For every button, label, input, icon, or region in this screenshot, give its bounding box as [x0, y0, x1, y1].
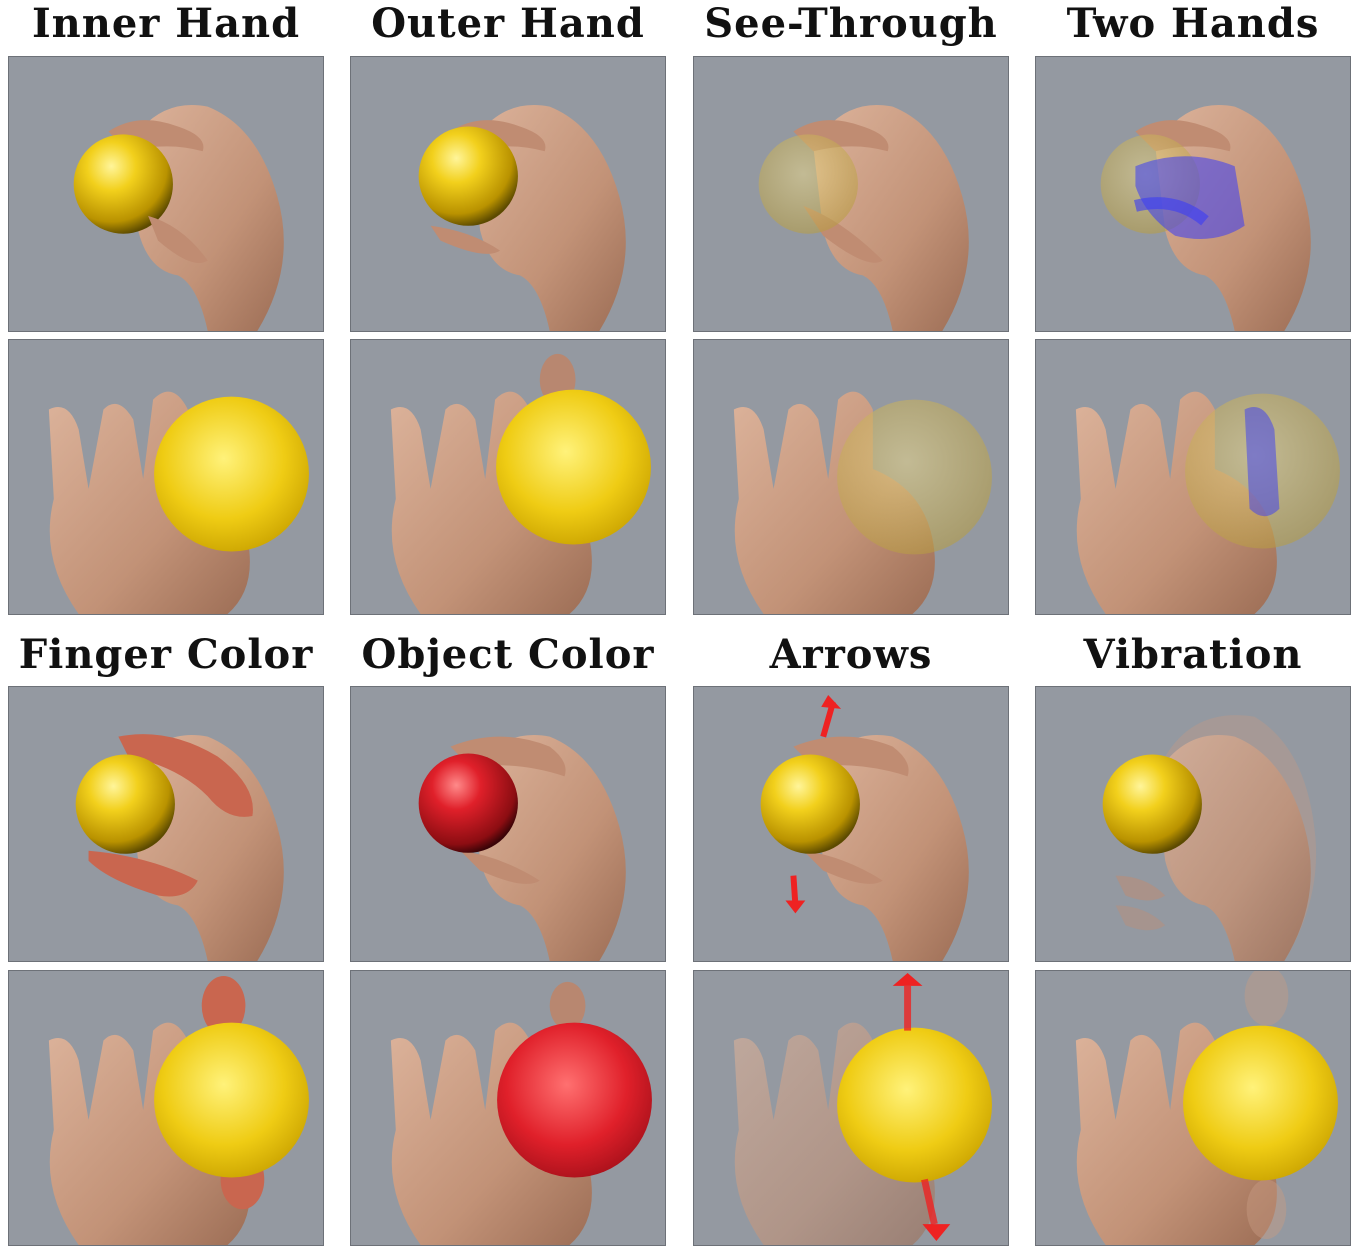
panel-see-through-side [693, 56, 1009, 332]
arrow-up-icon [820, 694, 842, 738]
panel-inner-hand-side [8, 56, 324, 332]
title-two-hands: Two Hands [1066, 0, 1320, 47]
panel-finger-color-front [8, 970, 324, 1246]
title-arrows: Arrows [769, 631, 933, 678]
arrow-down-icon [921, 1178, 951, 1242]
panel-two-hands-side [1035, 56, 1351, 332]
title-vibration: Vibration [1083, 631, 1303, 678]
arrow-down-icon [785, 875, 806, 914]
arrow-up-icon [892, 972, 923, 1031]
panel-outer-hand-side [350, 56, 666, 332]
panel-see-through-front [693, 339, 1009, 615]
panel-arrows-side [693, 686, 1009, 962]
title-inner-hand: Inner Hand [31, 0, 301, 47]
panel-inner-hand-front [8, 339, 324, 615]
title-see-through: See-Through [704, 0, 998, 47]
title-outer-hand: Outer Hand [371, 0, 645, 47]
panel-object-color-side [350, 686, 666, 962]
title-finger-color: Finger Color [18, 631, 314, 678]
panel-vibration-front [1035, 970, 1351, 1246]
panel-two-hands-front [1035, 339, 1351, 615]
panel-outer-hand-front [350, 339, 666, 615]
title-object-color: Object Color [361, 631, 655, 678]
panel-object-color-front [350, 970, 666, 1246]
panel-vibration-side [1035, 686, 1351, 962]
panel-finger-color-side [8, 686, 324, 962]
panel-arrows-front [693, 970, 1009, 1246]
